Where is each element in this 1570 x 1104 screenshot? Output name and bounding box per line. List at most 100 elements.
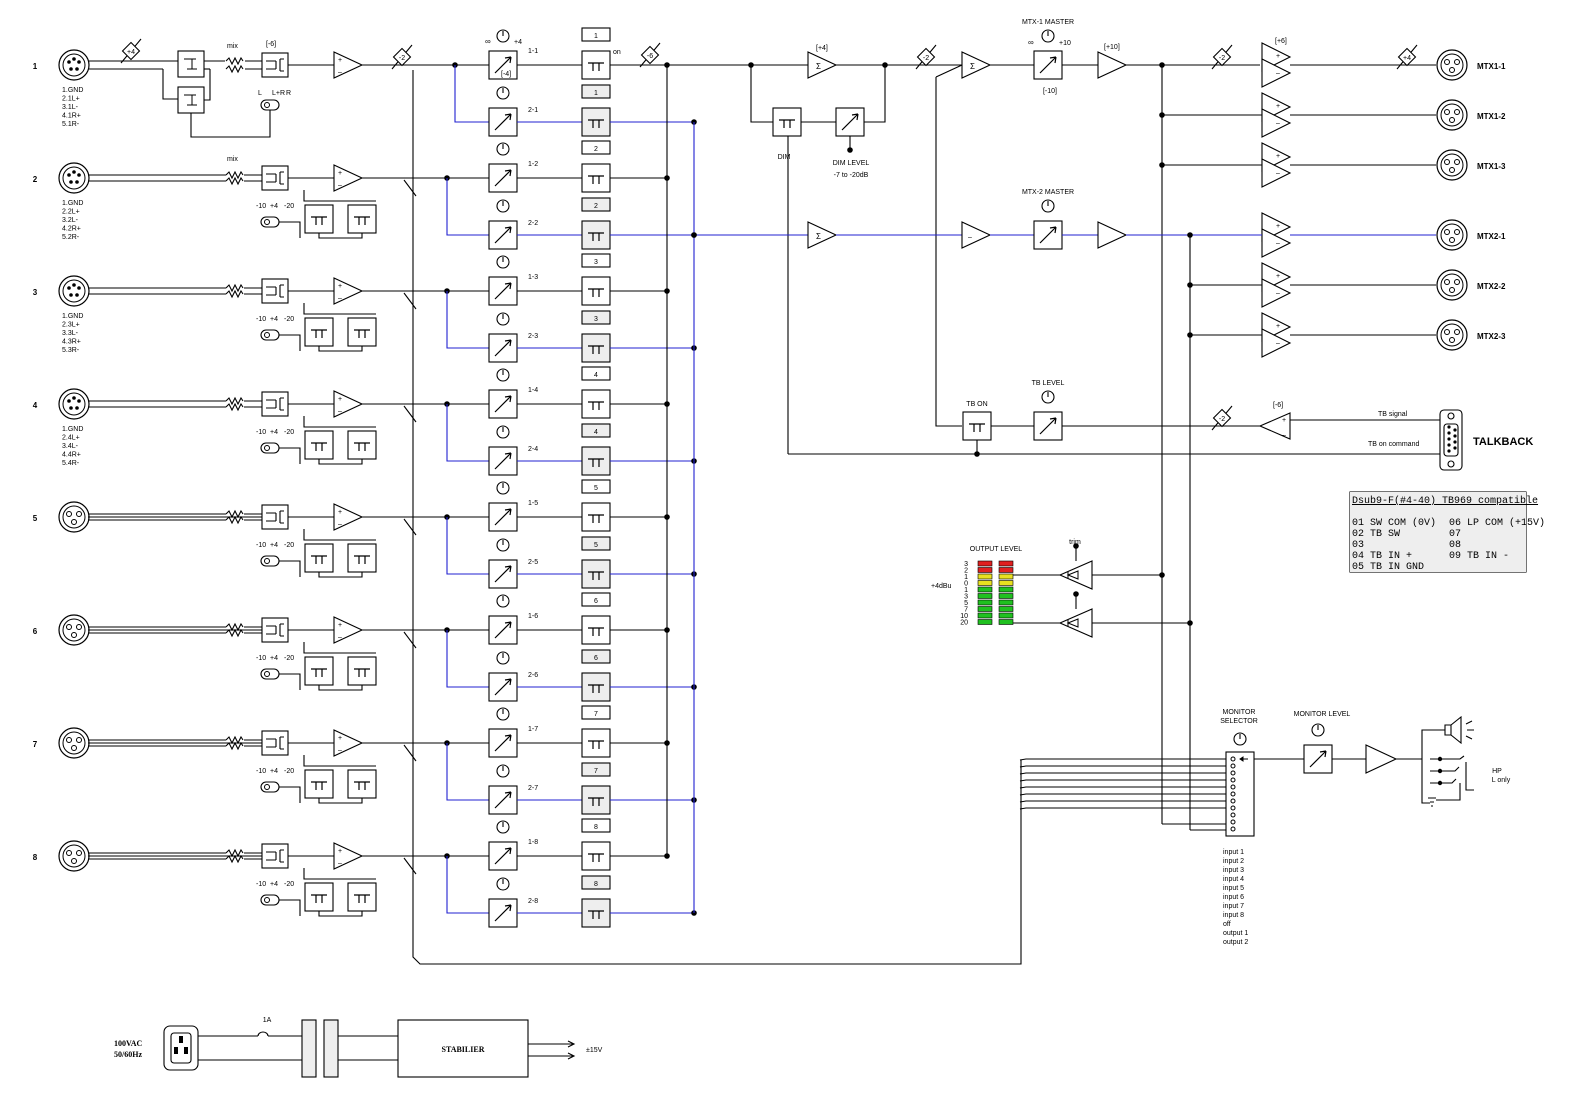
monitor-source-label: input 8: [1223, 912, 1244, 919]
sound-waves-icon: [1465, 720, 1474, 740]
dsub-pin: [1447, 431, 1451, 435]
wire: [190, 109, 271, 138]
xlr-input-icon: [58, 49, 90, 81]
meter-segment: [977, 567, 993, 573]
sens-switch: [347, 769, 377, 799]
meter-segment: [998, 599, 1014, 606]
meter-segment: [998, 606, 1014, 612]
resistor-icon: [225, 283, 244, 293]
mixer-label: 1-3: [528, 274, 538, 281]
pin-label: 1.GND: [62, 87, 83, 94]
bus2-on-switch: [581, 220, 611, 250]
selector-position: [1230, 812, 1236, 818]
meter-scale: 1: [964, 587, 968, 594]
bus-number: 8: [594, 824, 598, 831]
mtx1-out-gain-label: [+6]: [1275, 38, 1287, 45]
selector-position: [1230, 819, 1236, 825]
bus1-on-switch: [581, 389, 611, 419]
tb-gain-label: [-6]: [1273, 402, 1283, 409]
monitor-input-line: [1019, 772, 1226, 775]
sens-label: +4: [270, 316, 278, 323]
mixer-label: 1-5: [528, 500, 538, 507]
mtx2-amp-icon: [961, 221, 992, 249]
pad-badge: [1212, 408, 1232, 428]
pin-label: 3.1L-: [62, 104, 79, 111]
wire: [318, 572, 363, 578]
bus2-number: 4: [594, 429, 598, 436]
wire: [318, 685, 363, 691]
ground-icon: [1428, 797, 1436, 807]
coupler-icon: [266, 284, 284, 298]
minus-sign: –: [1276, 290, 1280, 297]
dsub-pin: [1447, 443, 1451, 447]
input-number: 7: [33, 740, 38, 749]
speaker-wire: [1421, 729, 1445, 759]
pin-label: 4.4R+: [62, 452, 81, 459]
input-coupler: [261, 617, 289, 643]
minus-sign: –: [338, 182, 342, 189]
wire: [318, 911, 363, 917]
minus-sign: –: [338, 408, 342, 415]
sens-label: +4: [270, 881, 278, 888]
xlr-output-icon: [1436, 99, 1468, 131]
dsub-pin: [1453, 434, 1457, 438]
coupler-icon: [266, 736, 284, 750]
input-amp-icon: [333, 729, 364, 757]
toggle-knob: [264, 102, 270, 108]
monitor-input-line: [1019, 800, 1226, 803]
send-label: 2-7: [528, 785, 538, 792]
bus2-on-switch: [581, 898, 611, 928]
pad-label: -2: [1219, 55, 1225, 62]
xlr-input-icon: [58, 727, 90, 759]
mtx1-out-sum-icon: [961, 51, 992, 79]
minus-sign: –: [1282, 432, 1286, 439]
output-label: MTX2-1: [1477, 232, 1506, 241]
toggle-knob: [264, 332, 270, 338]
iec-inner: [170, 1032, 192, 1064]
input-number: 5: [33, 514, 38, 523]
level-knob-icon: [496, 481, 510, 495]
level-knob-icon: [496, 877, 510, 891]
monitor-source-label: input 1: [1223, 849, 1244, 856]
wire: [279, 447, 301, 464]
input-coupler: [261, 391, 289, 417]
bus-number-box: [581, 140, 611, 155]
sum-gain-label: [+4]: [816, 45, 828, 52]
output-driver-icon: [1261, 328, 1292, 358]
bus-number: 5: [594, 485, 598, 492]
sens-label: +4: [270, 768, 278, 775]
send-label: 2-8: [528, 898, 538, 905]
bus1-on-switch: [581, 728, 611, 758]
junction-dot: [1159, 572, 1165, 578]
toggle-knob: [264, 671, 270, 677]
dsub-title: Dsub9-F(#4-40) TB969 compatible: [1352, 495, 1538, 507]
wire: [318, 798, 363, 804]
dsub-row: 04 TB IN +: [1352, 551, 1412, 562]
mains-freq-label: 50/60Hz: [114, 1050, 142, 1059]
minus-sign: –: [1276, 120, 1280, 127]
meter-segment: [977, 573, 993, 580]
sens-label: +4: [270, 429, 278, 436]
bus-number: 3: [594, 259, 598, 266]
tap-mark: [403, 857, 417, 875]
level-knob-icon: [496, 255, 510, 269]
tb-on-label: TB ON: [966, 401, 987, 408]
input-amp-icon: [333, 616, 364, 644]
bus2-wire: [446, 178, 489, 236]
xlr-input-icon: [58, 614, 90, 646]
meter-segment: [977, 612, 993, 619]
plus-sign: +: [338, 848, 342, 855]
minus-sign: –: [968, 234, 972, 241]
bus2-on-switch: [581, 333, 611, 363]
knob-inf-label: ∞: [1028, 38, 1034, 47]
monitor-source-label: input 7: [1223, 903, 1244, 910]
transformer-core-icon: [323, 1019, 339, 1078]
transformer: [177, 50, 205, 78]
bus-number-box: [581, 253, 611, 268]
plus-sign: +: [338, 509, 342, 516]
monitor-input-line: [1019, 807, 1226, 810]
dsub-panel-bg: [1350, 492, 1526, 572]
mix-label: mix: [227, 156, 238, 163]
plus-sign: +: [338, 735, 342, 742]
on-label: on: [613, 49, 621, 56]
